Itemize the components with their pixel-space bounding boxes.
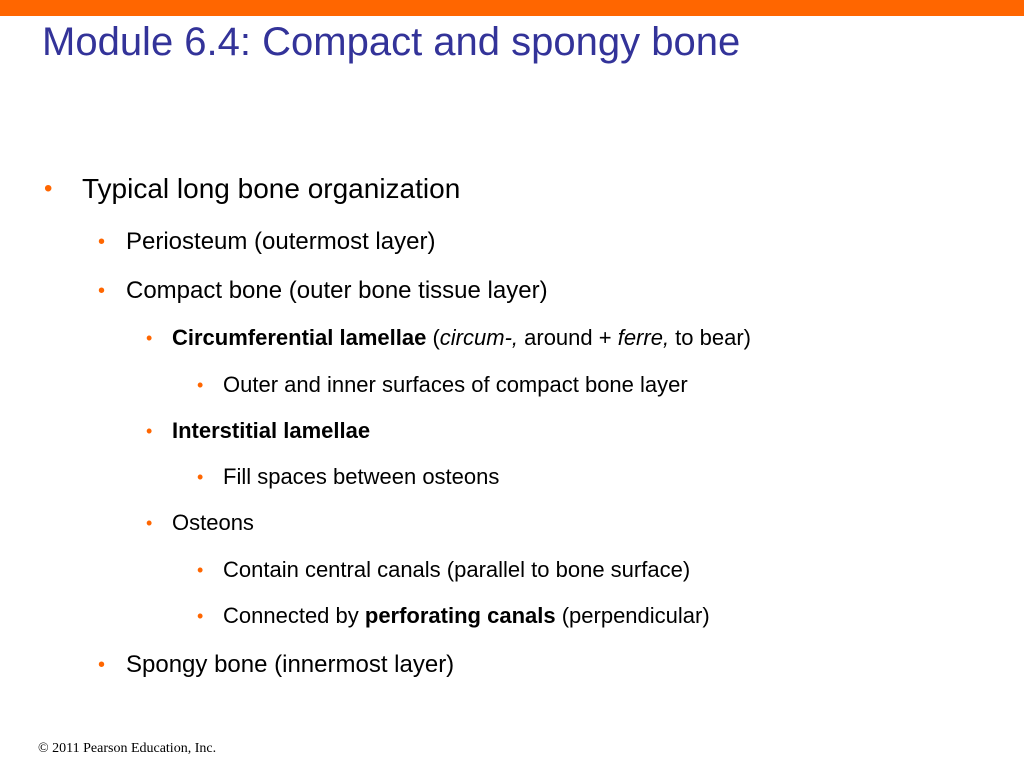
bullet-level2-spongy-bone: • Spongy bone (innermost layer) <box>98 650 455 680</box>
bullet-dot-icon: • <box>197 467 204 487</box>
bullet-level3-circumferential-lamellae: • Circumferential lamellae (circum-, aro… <box>146 324 751 352</box>
bullet-text: Outer and inner surfaces of compact bone… <box>223 372 688 397</box>
bullet-dot-icon: • <box>98 280 106 302</box>
bullet-level2-periosteum: • Periosteum (outermost layer) <box>98 227 436 257</box>
bullet-level3-interstitial-lamellae: • Interstitial lamellae <box>146 417 371 445</box>
bullet-dot-icon: • <box>98 231 106 253</box>
term-perforating-canals: perforating canals <box>364 603 556 628</box>
bullet-dot-icon: • <box>197 606 204 626</box>
bullet-dot-icon: • <box>146 513 153 533</box>
bullet-dot-icon: • <box>98 654 106 676</box>
bullet-level4-outer-inner-surfaces: • Outer and inner surfaces of compact bo… <box>197 371 688 399</box>
bullet-text: Contain central canals (parallel to bone… <box>223 557 691 582</box>
bullet-dot-icon: • <box>146 421 153 441</box>
copyright-footer: © 2011 Pearson Education, Inc. <box>38 741 217 756</box>
bullet-text: Typical long bone organization <box>82 173 461 204</box>
top-accent-bar <box>0 0 1024 16</box>
bullet-text: Compact bone (outer bone tissue layer) <box>126 277 548 304</box>
bullet-level1-typical-long-bone: • Typical long bone organization <box>44 172 461 206</box>
term-interstitial-lamellae: Interstitial lamellae <box>172 418 371 443</box>
bullet-level3-osteons: • Osteons <box>146 509 254 537</box>
perpendicular-suffix: (perpendicular) <box>555 603 710 628</box>
paren-open: ( <box>426 325 440 350</box>
etymology-around: around + <box>518 325 618 350</box>
bullet-level4-perforating-canals: • Connected by perforating canals (perpe… <box>197 602 710 630</box>
bullet-level2-compact-bone: • Compact bone (outer bone tissue layer) <box>98 276 548 306</box>
bullet-dot-icon: • <box>197 375 204 395</box>
etymology-circum: circum-, <box>439 325 519 350</box>
bullet-dot-icon: • <box>146 328 153 348</box>
term-circumferential-lamellae: Circumferential lamellae <box>172 325 427 350</box>
connected-by-prefix: Connected by <box>223 603 365 628</box>
bullet-text: Osteons <box>172 510 254 535</box>
etymology-to-bear: to bear) <box>669 325 751 350</box>
bullet-level4-fill-spaces: • Fill spaces between osteons <box>197 463 500 491</box>
bullet-text: Periosteum (outermost layer) <box>126 228 436 255</box>
bullet-dot-icon: • <box>44 175 53 202</box>
bullet-text: Fill spaces between osteons <box>223 464 500 489</box>
bullet-text: Spongy bone (innermost layer) <box>126 651 455 678</box>
bullet-dot-icon: • <box>197 560 204 580</box>
etymology-ferre: ferre, <box>617 325 670 350</box>
slide-title: Module 6.4: Compact and spongy bone <box>42 20 741 64</box>
bullet-level4-central-canals: • Contain central canals (parallel to bo… <box>197 556 691 584</box>
